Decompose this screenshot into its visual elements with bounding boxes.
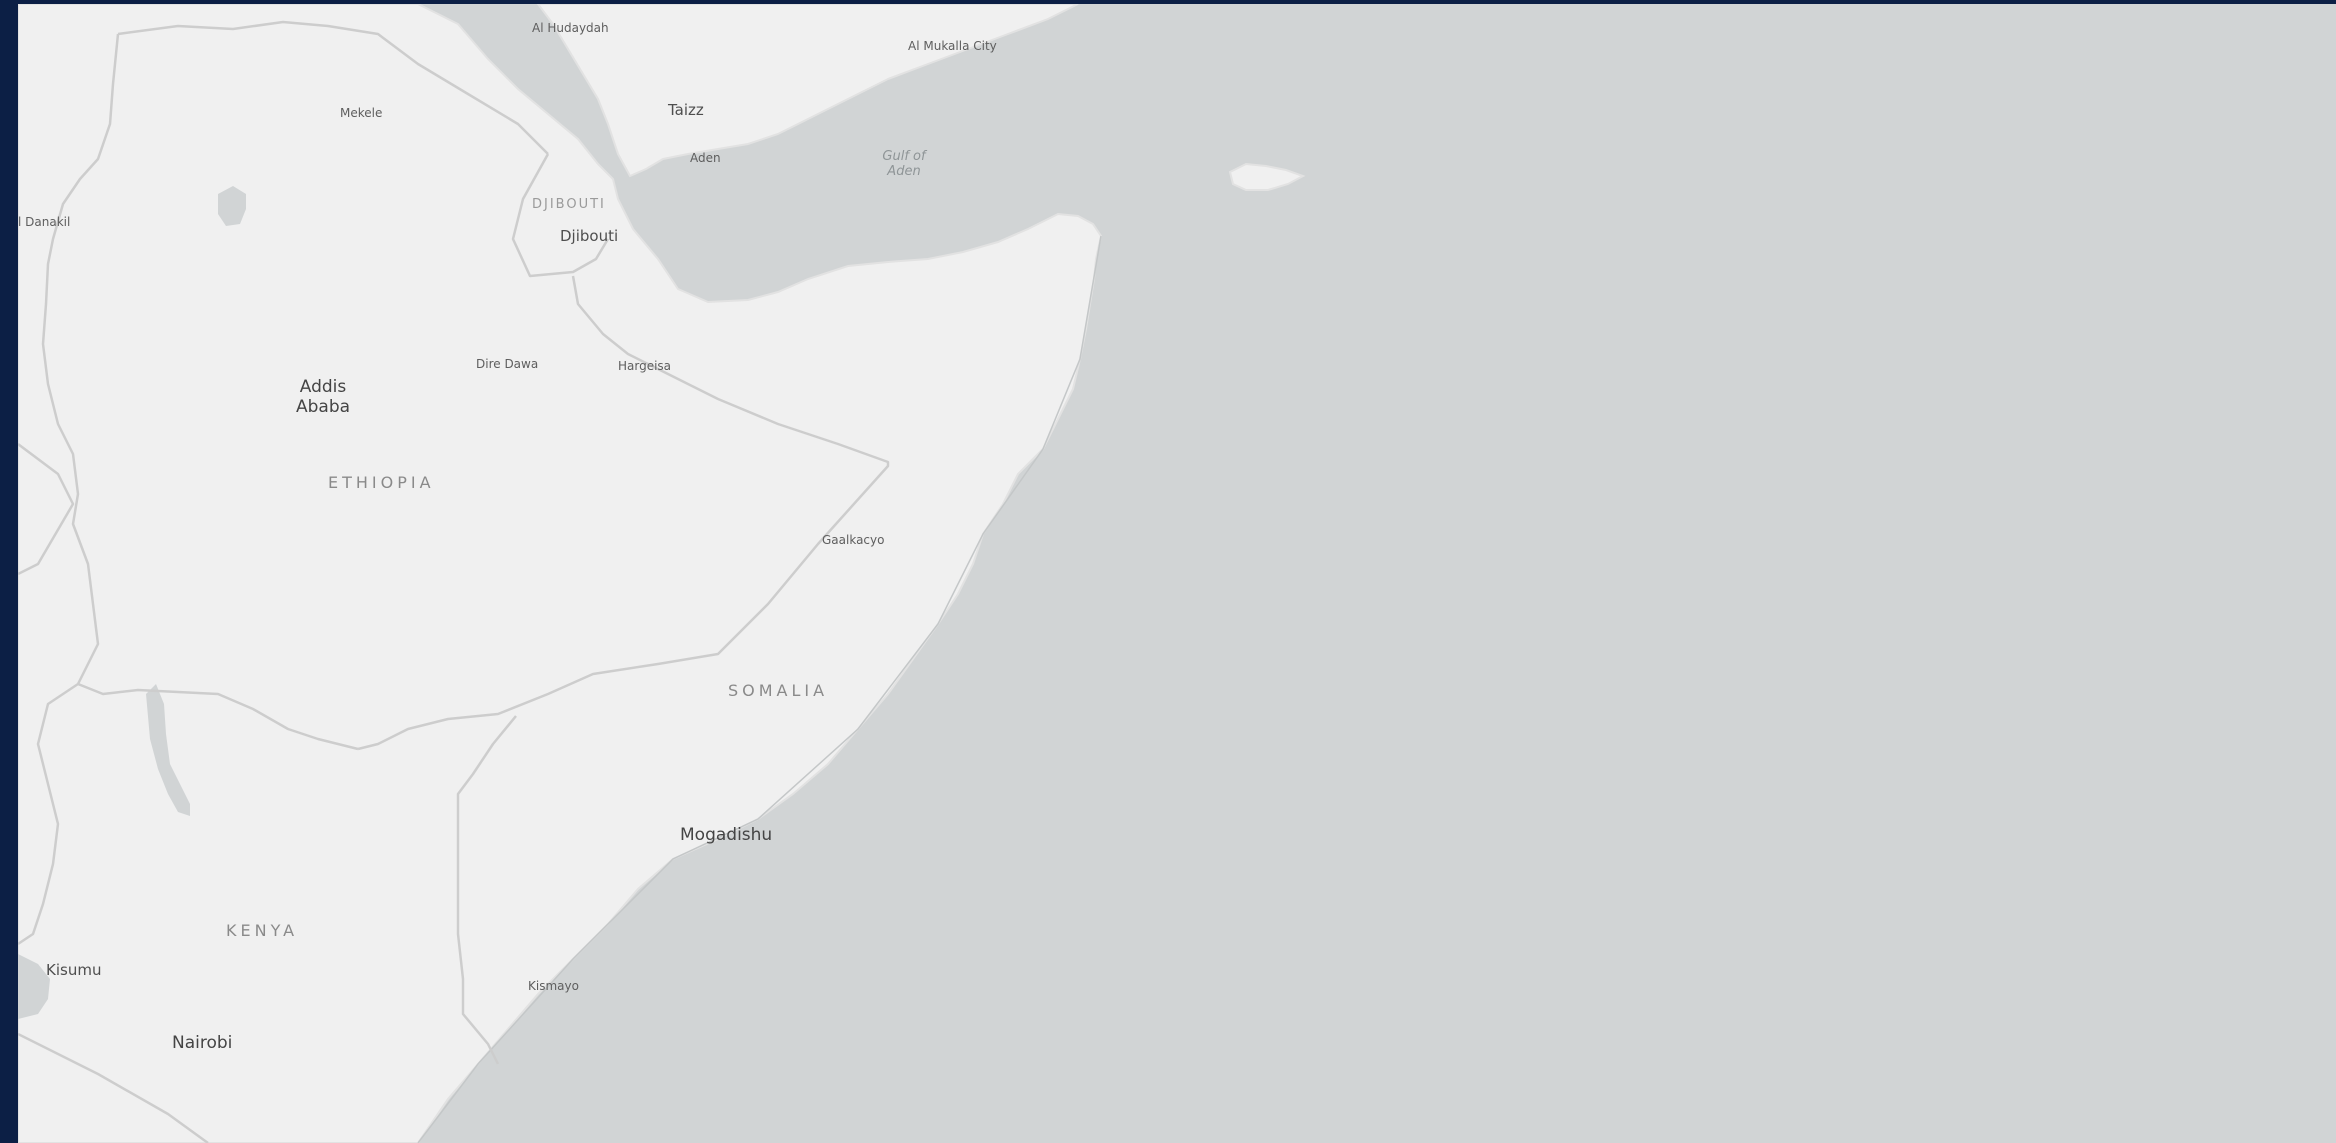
city-label-djibouti: Djibouti [560, 227, 619, 245]
city-label-kisumu: Kisumu [46, 961, 102, 979]
city-label-al-hudaydah: Al Hudaydah [532, 21, 609, 35]
country-label-somalia: SOMALIA [728, 681, 829, 700]
arabia-landmass [536, 4, 1079, 178]
city-label-nairobi: Nairobi [172, 1033, 233, 1053]
water-label-line: Gulf of [882, 149, 926, 164]
country-label-ethiopia: ETHIOPIA [328, 473, 435, 492]
lake-victoria [18, 954, 50, 1019]
ethiopia-kenya-border [77, 682, 359, 751]
city-label-line: Ababa [296, 396, 351, 417]
south-sudan-border [18, 443, 75, 576]
water-label-line: Aden [887, 163, 921, 179]
kenya-tanzania-border [18, 1032, 209, 1143]
city-label-hargeisa: Hargeisa [618, 359, 672, 373]
map-view[interactable]: ETHIOPIA SOMALIA KENYA DJIBOUTI Gulf of … [18, 4, 2336, 1143]
country-label-kenya: KENYA [226, 921, 299, 940]
city-label-mekele: Mekele [340, 106, 383, 120]
kenya-somalia-border [456, 715, 517, 1065]
djibouti-border [511, 153, 610, 278]
kenya-uganda-border [18, 682, 79, 946]
water-label-gulf-of-aden: Gulf of Aden [864, 149, 944, 180]
city-label-aden: Aden [690, 151, 721, 165]
ethiopia-sudan-border [41, 33, 120, 685]
city-label-mogadishu: Mogadishu [680, 825, 773, 845]
city-label-kismayo: Kismayo [528, 979, 579, 993]
city-label-al-mukalla: Al Mukalla City [908, 39, 997, 53]
lake-tana [218, 186, 246, 226]
ethiopia-somalia-border [357, 275, 890, 751]
city-label-danakil: l Danakil [18, 215, 71, 229]
lake-turkana [146, 684, 190, 816]
ethiopia-eritrea-border [117, 20, 549, 155]
city-label-dire-dawa: Dire Dawa [476, 357, 539, 371]
city-label-gaalkacyo: Gaalkacyo [822, 533, 885, 547]
country-label-djibouti: DJIBOUTI [532, 197, 606, 212]
city-label-line: Addis [299, 377, 347, 397]
city-label-taizz: Taizz [668, 101, 704, 119]
socotra-island [1228, 162, 1306, 191]
somali-coastline [417, 235, 1102, 1143]
basemap-canvas[interactable] [18, 4, 2336, 1143]
city-label-addis-ababa: Addis Ababa [296, 377, 351, 417]
